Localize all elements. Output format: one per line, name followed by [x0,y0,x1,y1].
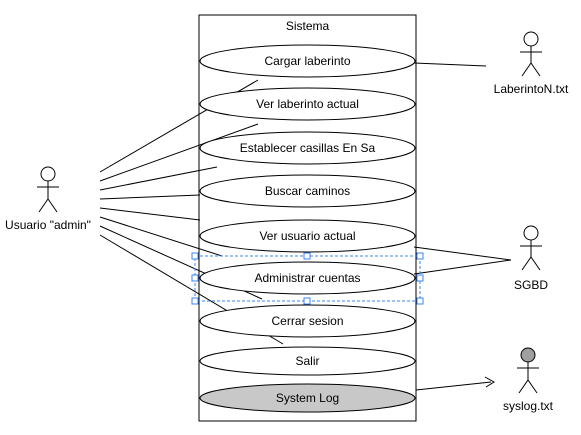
assoc-admin-ver-usuario[interactable] [99,207,201,221]
use-case-establecer[interactable]: Establecer casillas En Sa [199,131,416,165]
actor-laberinto[interactable]: LaberintoN.txt [494,31,569,96]
stick-figure-icon [517,347,539,394]
resize-handle-left[interactable] [191,274,199,282]
assoc-administrar-sgbd[interactable] [413,259,512,275]
resize-handle-top-left[interactable] [191,252,199,260]
arrow-head-syslog [484,376,495,388]
assoc-log-syslog[interactable] [415,381,492,391]
use-case-buscar[interactable]: Buscar caminos [199,174,416,208]
actor-admin[interactable]: Usuario "admin" [5,166,91,232]
resize-handle-top[interactable] [303,252,311,260]
assoc-admin-buscar[interactable] [99,194,201,200]
use-case-salir[interactable]: Salir [199,346,416,376]
stick-figure-icon [520,31,542,77]
use-case-administrar[interactable]: Administrar cuentas [199,261,416,295]
actor-sgbd[interactable]: SGBD [514,225,548,292]
stick-figure-icon [520,225,542,271]
use-case-label: Ver usuario actual [259,229,355,243]
use-case-label: Cerrar sesion [271,314,343,328]
use-case-label: Cargar laberinto [264,54,350,68]
use-case-label: Salir [295,354,319,368]
use-case-ver-usuario[interactable]: Ver usuario actual [199,219,416,253]
actor-label: SGBD [514,278,548,292]
selection-box[interactable] [191,252,424,305]
use-case-cerrar[interactable]: Cerrar sesion [199,304,416,338]
resize-handle-top-right[interactable] [416,252,424,260]
resize-handle-bottom-left[interactable] [191,297,199,305]
use-case-label: Buscar caminos [265,184,350,198]
use-case-cargar[interactable]: Cargar laberinto [199,44,416,78]
resize-handle-bottom[interactable] [303,297,311,305]
assoc-admin-establecer-2[interactable] [99,166,218,191]
assoc-ver-usuario-sgbd[interactable] [413,246,512,261]
use-case-label: System Log [276,391,339,405]
use-case-label: Administrar cuentas [254,271,360,285]
resize-handle-right[interactable] [416,274,424,282]
use-case-ver-laberinto[interactable]: Ver laberinto actual [199,87,416,121]
actor-label: syslog.txt [503,399,554,413]
use-case-label: Ver laberinto actual [256,97,359,111]
assoc-cargar-laberinto[interactable] [413,62,487,67]
actor-syslog[interactable]: syslog.txt [503,347,554,413]
stick-figure-icon [37,166,59,213]
actor-label: LaberintoN.txt [494,82,569,96]
assoc-admin-ver-usuario-2[interactable] [99,216,223,257]
actor-label: Usuario "admin" [5,218,91,232]
use-case-log[interactable]: System Log [199,383,416,413]
use-case-label: Establecer casillas En Sa [240,141,376,155]
system-title: Sistema [286,19,330,33]
assoc-admin-establecer[interactable] [99,123,259,182]
resize-handle-bottom-right[interactable] [416,297,424,305]
